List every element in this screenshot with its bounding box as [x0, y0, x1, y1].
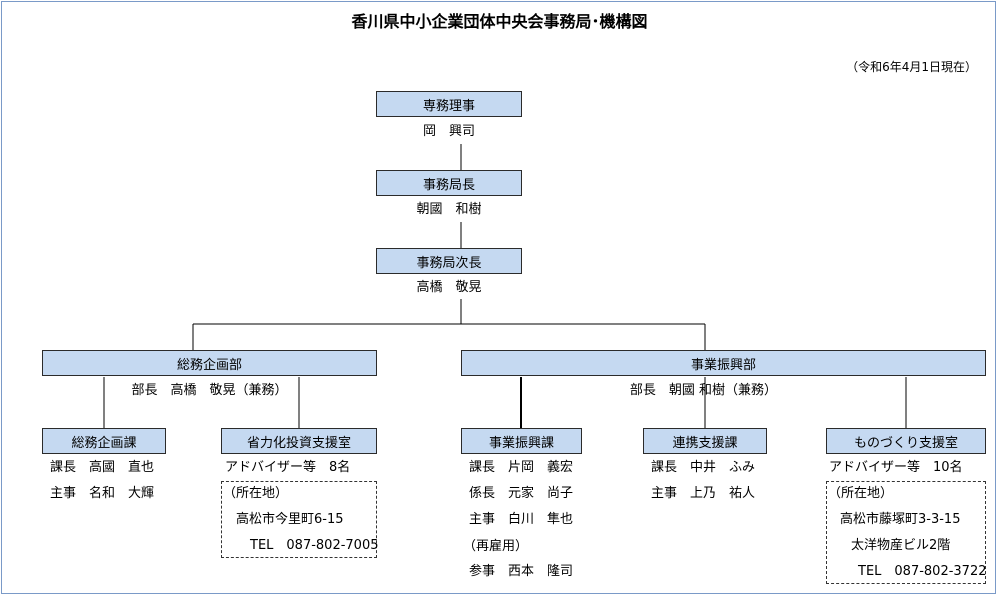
cooperation-section-label: 連携支援課: [672, 435, 738, 451]
business-promotion-section-label: 事業振興課: [488, 435, 554, 451]
labor-saving-office-location-box: [221, 481, 377, 558]
manufacturing-office-location-box: [826, 481, 986, 584]
deputy-secretary-general-label: 事務局次長: [416, 255, 482, 271]
general-affairs-dept-head: 部長 高橋 敬晃（兼務）: [131, 383, 288, 398]
manufacturing-office-location-label: （所在地）: [828, 486, 894, 501]
secretary-general-name: 朝國 和樹: [416, 202, 482, 217]
general-affairs-section-member: 主事 名和 大輝: [50, 486, 155, 501]
business-promotion-dept-head: 部長 朝國 和樹（兼務）: [629, 383, 778, 398]
executive-director-box: 専務理事: [376, 91, 522, 117]
business-promotion-section-note: （再雇用）: [463, 539, 529, 554]
manufacturing-office-building: 太洋物産ビル2階: [851, 538, 951, 553]
executive-director-label: 専務理事: [422, 98, 475, 114]
business-promotion-section-member: 主事 白川 隼也: [469, 512, 574, 527]
secretary-general-box: 事務局長: [376, 170, 522, 196]
as-of-date: （令和6年4月1日現在）: [846, 60, 977, 74]
executive-director-name: 岡 興司: [422, 124, 475, 139]
labor-saving-office-location-label: （所在地）: [223, 486, 289, 501]
labor-saving-office-box: 省力化投資支援室: [221, 428, 377, 454]
business-promotion-dept-label: 事業振興部: [690, 357, 756, 373]
deputy-secretary-general-box: 事務局次長: [376, 248, 522, 274]
general-affairs-section-label: 総務企画課: [71, 435, 137, 451]
manufacturing-office-address: 高松市藤塚町3-3-15: [840, 512, 961, 527]
general-affairs-section-box: 総務企画課: [42, 428, 166, 454]
cooperation-section-member: 主事 上乃 祐人: [651, 486, 756, 501]
page-title: 香川県中小企業団体中央会事務局･機構図: [351, 12, 648, 31]
manufacturing-office-box: ものづくり支援室: [826, 428, 986, 454]
general-affairs-dept-label: 総務企画部: [176, 357, 242, 373]
general-affairs-dept-box: 総務企画部: [42, 350, 377, 376]
manufacturing-office-tel: TEL 087-802-3722: [858, 564, 987, 579]
business-promotion-dept-box: 事業振興部: [461, 350, 986, 376]
labor-saving-office-advisors: アドバイザー等 8名: [225, 460, 351, 475]
business-promotion-section-member: 参事 西本 隆司: [469, 564, 574, 579]
labor-saving-office-address: 高松市今里町6-15: [236, 512, 344, 527]
cooperation-section-box: 連携支援課: [643, 428, 767, 454]
deputy-secretary-general-name: 高橋 敬晃: [416, 280, 482, 295]
manufacturing-office-advisors: アドバイザー等 10名: [829, 460, 963, 475]
secretary-general-label: 事務局長: [422, 177, 475, 193]
cooperation-section-member: 課長 中井 ふみ: [651, 460, 756, 475]
business-promotion-section-box: 事業振興課: [461, 428, 582, 454]
manufacturing-office-label: ものづくり支援室: [853, 435, 958, 451]
labor-saving-office-label: 省力化投資支援室: [246, 435, 351, 451]
general-affairs-section-member: 課長 高國 直也: [50, 460, 155, 475]
labor-saving-office-tel: TEL 087-802-7005: [250, 538, 379, 553]
business-promotion-section-member: 課長 片岡 義宏: [469, 460, 574, 475]
business-promotion-section-member: 係長 元家 尚子: [469, 486, 574, 501]
